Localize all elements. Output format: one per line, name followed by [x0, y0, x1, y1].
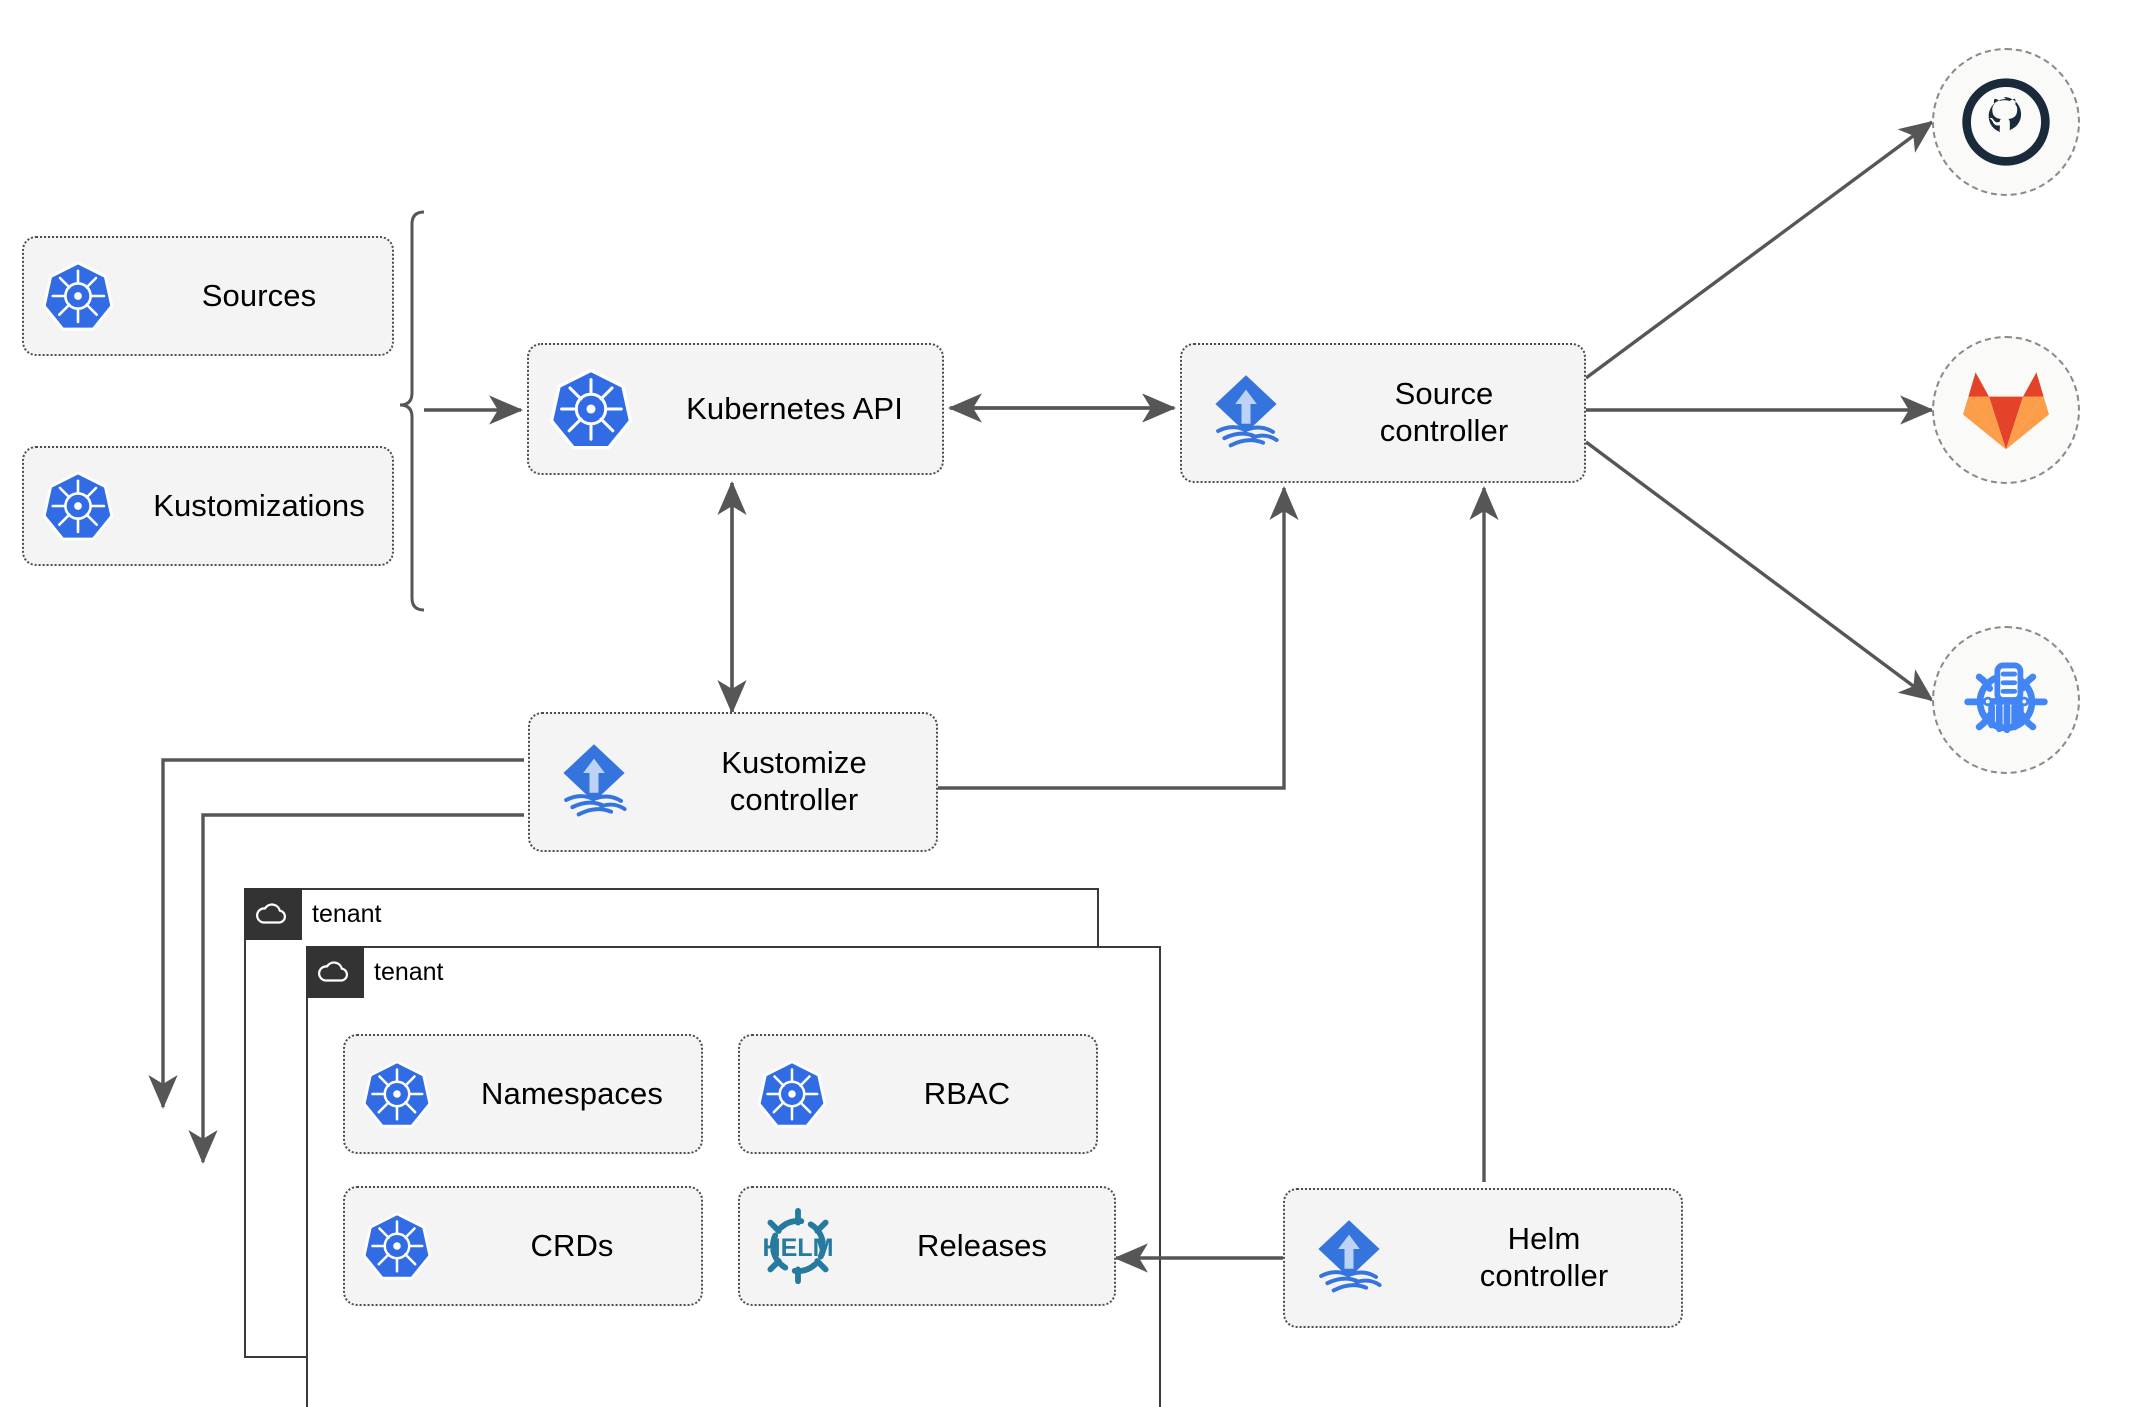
tenant-label-inner: tenant	[374, 957, 444, 986]
provider-gitlab[interactable]	[1932, 336, 2080, 484]
node-label: Source controller	[1310, 376, 1584, 449]
kubernetes-icon	[24, 470, 132, 542]
provider-github[interactable]	[1932, 48, 2080, 196]
node-sources[interactable]: Sources	[22, 236, 394, 356]
kubernetes-icon	[24, 260, 132, 332]
node-label: CRDs	[530, 1227, 614, 1263]
bucket-registry-icon	[1964, 662, 2048, 734]
node-label-line2: controller	[1479, 1258, 1609, 1293]
node-label-line1: Source	[1394, 376, 1494, 412]
flux-icon	[1182, 368, 1310, 458]
kubernetes-icon	[740, 1059, 844, 1129]
gitlab-icon	[1963, 372, 2049, 450]
node-label: Sources	[201, 277, 317, 313]
github-icon	[1962, 78, 2050, 166]
node-kubernetes-api[interactable]: Kubernetes API	[527, 343, 944, 475]
node-label: Kustomizations	[153, 487, 365, 523]
cloud-icon	[318, 961, 348, 982]
svg-text:HELM: HELM	[762, 1234, 833, 1262]
node-label: Kustomize controller	[658, 745, 936, 818]
node-releases[interactable]: HELM Releases	[738, 1186, 1116, 1306]
node-label-line2: controller	[729, 782, 859, 817]
helm-icon: HELM	[740, 1204, 856, 1288]
node-helm-controller[interactable]: Helm controller	[1283, 1188, 1683, 1328]
node-kustomize-controller[interactable]: Kustomize controller	[528, 712, 938, 852]
provider-bucket[interactable]	[1932, 626, 2080, 774]
kubernetes-icon	[345, 1059, 449, 1129]
flux-icon	[530, 737, 658, 827]
node-label: Namespaces	[481, 1075, 663, 1111]
node-crds[interactable]: CRDs	[343, 1186, 703, 1306]
node-label: RBAC	[923, 1075, 1011, 1111]
node-label: Releases	[916, 1227, 1048, 1263]
kubernetes-icon	[529, 367, 653, 451]
node-label-line1: Kustomize	[721, 745, 867, 781]
node-namespaces[interactable]: Namespaces	[343, 1034, 703, 1154]
node-label: Helm controller	[1413, 1221, 1681, 1294]
node-rbac[interactable]: RBAC	[738, 1034, 1098, 1154]
kubernetes-icon	[345, 1211, 449, 1281]
flux-icon	[1285, 1213, 1413, 1303]
cloud-icon	[256, 903, 286, 924]
tenant-label-outer: tenant	[312, 899, 382, 928]
node-label: Kubernetes API	[686, 390, 903, 426]
node-label-line1: Helm	[1507, 1221, 1581, 1257]
node-kustomizations[interactable]: Kustomizations	[22, 446, 394, 566]
tenant-tab-inner	[306, 946, 364, 998]
node-source-controller[interactable]: Source controller	[1180, 343, 1586, 483]
node-label-line2: controller	[1379, 413, 1509, 448]
tenant-tab-outer	[244, 888, 302, 940]
tenant-container-inner: tenant	[306, 946, 1161, 1407]
